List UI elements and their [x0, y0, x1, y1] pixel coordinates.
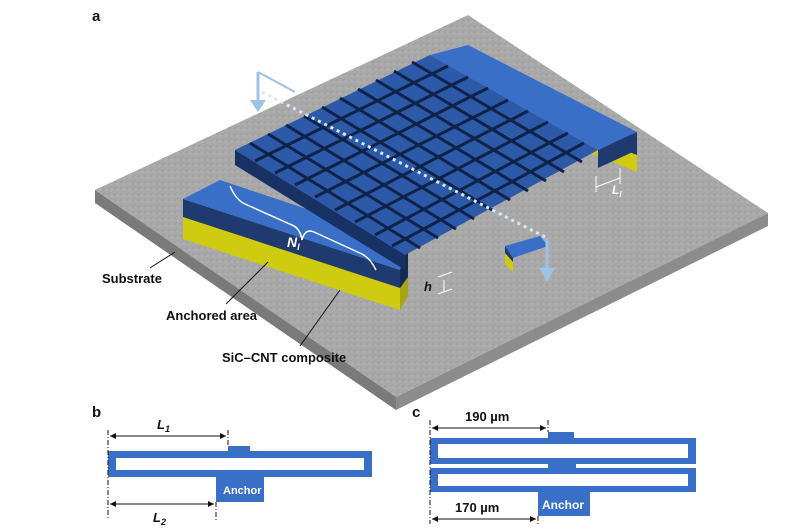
composite-leader	[299, 289, 341, 347]
nl-brace	[229, 185, 377, 271]
panel-c-label: c	[412, 404, 420, 421]
ll-label: Ll	[612, 183, 622, 199]
small-anchor-post	[505, 236, 548, 272]
panel-b-anchor: Anchor	[223, 485, 262, 497]
anchored-area-label: Anchored area	[166, 308, 258, 323]
panel-b-label: b	[92, 404, 101, 421]
dim-170-label: 170 µm	[455, 500, 499, 515]
section-arrow-right-icon	[539, 268, 555, 282]
substrate-leader	[149, 251, 176, 269]
right-anchor-block	[430, 45, 637, 172]
panel-c-dimensions	[429, 420, 549, 524]
substrate-label: Substrate	[102, 271, 162, 286]
panel-b-dimensions	[107, 430, 229, 520]
panel-c-anchor: Anchor	[542, 498, 584, 512]
suspended-mesh	[235, 55, 598, 270]
left-anchor-block	[183, 180, 408, 310]
ll-marker: Ll	[595, 168, 622, 199]
nl-label: Nl	[287, 234, 300, 252]
panel-a-label: a	[92, 8, 101, 25]
l1-label: L1	[157, 417, 170, 434]
anchored-leader	[225, 261, 269, 305]
panel-c-spring	[430, 432, 696, 516]
h-label: h	[424, 279, 432, 294]
section-arrow-left-icon	[250, 100, 266, 112]
l2-label: L2	[153, 510, 166, 527]
dim-190-label: 190 µm	[465, 409, 509, 424]
panel-b-spring	[108, 446, 372, 502]
h-marker: h	[424, 271, 453, 295]
section-line	[250, 71, 555, 282]
composite-label: SiC–CNT composite	[222, 350, 346, 365]
